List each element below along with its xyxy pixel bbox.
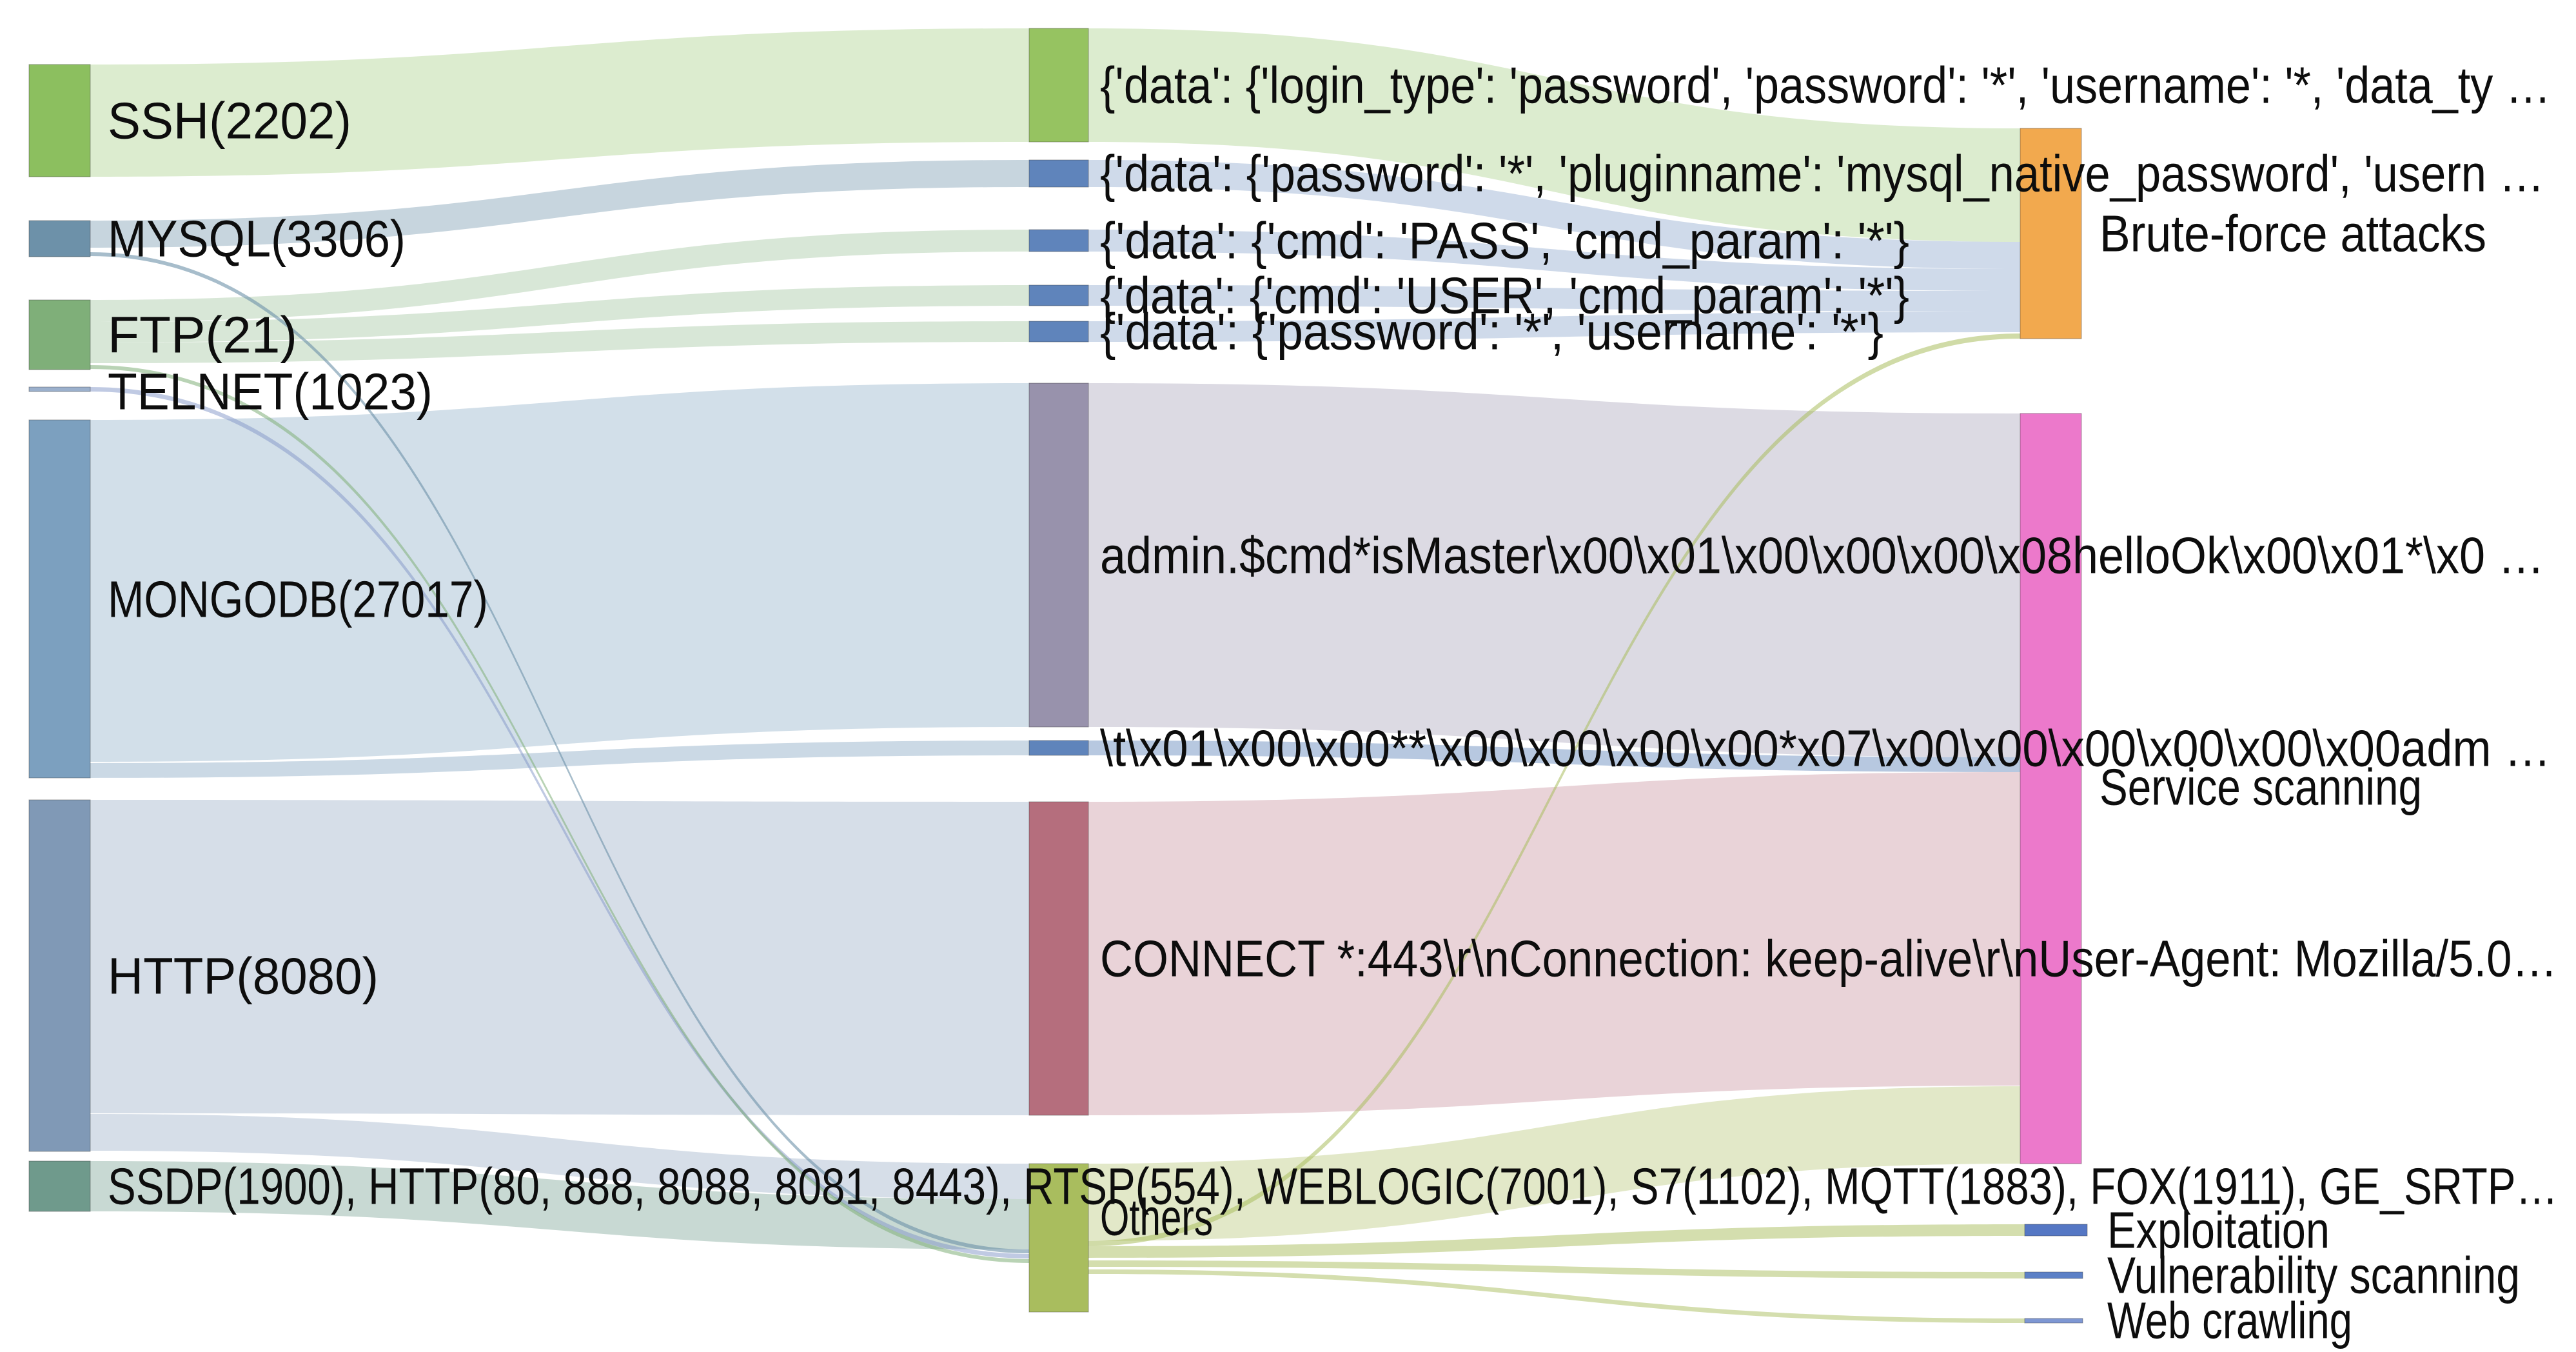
- node-http[interactable]: [28, 799, 91, 1152]
- node-d_others[interactable]: [1028, 1163, 1089, 1313]
- node-ftp[interactable]: [28, 299, 91, 370]
- label-d_others: Others: [1100, 1189, 1213, 1246]
- node-d_mysql[interactable]: [1028, 159, 1089, 188]
- link-d_others-brute: [1088, 333, 2020, 1246]
- link-d_t-service: [1088, 741, 2020, 772]
- label-web: Web crawling: [2107, 1292, 2352, 1349]
- node-d_pwun[interactable]: [1028, 321, 1089, 343]
- link-ssh-d_login: [90, 28, 1029, 177]
- label-mysql: MYSQL(3306): [108, 210, 406, 268]
- link-http-d_connect: [90, 800, 1029, 1115]
- node-ssdp[interactable]: [28, 1160, 91, 1212]
- label-exploit: Exploitation: [2107, 1202, 2330, 1259]
- label-http: HTTP(8080): [108, 948, 379, 1005]
- node-service[interactable]: [2020, 413, 2082, 1164]
- label-vuln: Vulnerability scanning: [2107, 1247, 2520, 1304]
- link-d_pass-brute: [1088, 230, 2020, 291]
- link-ftp-d_others: [90, 365, 1029, 1263]
- link-d_user-brute: [1088, 285, 2020, 312]
- node-mongodb[interactable]: [28, 419, 91, 779]
- label-layer: SSH(2202) MYSQL(3306) FTP(21)TELNET(1023) M…: [108, 57, 2558, 1349]
- link-d_others-web: [1088, 1269, 2025, 1323]
- node-d_admin[interactable]: [1028, 383, 1089, 728]
- link-mongodb-d_admin: [90, 383, 1029, 762]
- label-ssdp: SSDP(1900), HTTP(80, 888, 8088, 8081, 84…: [108, 1158, 2558, 1215]
- label-d_pass: {'data': {'cmd': 'PASS', 'cmd_param': '*…: [1100, 212, 1909, 270]
- node-ssh[interactable]: [28, 64, 91, 177]
- link-http-d_others: [90, 1114, 1029, 1199]
- link-d_others-service: [1088, 1086, 2020, 1241]
- node-telnet[interactable]: [28, 386, 91, 392]
- node-vuln[interactable]: [2024, 1271, 2083, 1279]
- node-brute[interactable]: [2020, 128, 2082, 339]
- label-d_mysql: {'data': {'password': '*', 'pluginname':…: [1100, 145, 2544, 203]
- label-brute: Brute-force attacks: [2099, 205, 2486, 263]
- link-layer: [90, 28, 2025, 1323]
- node-layer: [28, 28, 2088, 1324]
- node-d_pass[interactable]: [1028, 229, 1089, 252]
- node-d_connect[interactable]: [1028, 801, 1089, 1116]
- link-mysql-d_others: [90, 252, 1029, 1253]
- link-ftp-d_pwun: [90, 321, 1029, 363]
- link-ssdp-d_others: [90, 1161, 1029, 1249]
- node-mysql[interactable]: [28, 220, 91, 257]
- link-mongodb-d_t: [90, 741, 1029, 778]
- link-ftp-d_pass: [90, 230, 1029, 322]
- label-service: Service scanning: [2099, 759, 2422, 816]
- link-d_login-brute: [1088, 28, 2020, 242]
- link-ftp-d_user: [90, 285, 1029, 343]
- node-web[interactable]: [2024, 1318, 2083, 1324]
- label-ftp: FTP(21): [108, 306, 297, 364]
- link-d_others-vuln: [1088, 1260, 2025, 1278]
- link-telnet-d_others: [90, 387, 1029, 1258]
- link-d_pwun-brute: [1088, 312, 2020, 342]
- node-d_login[interactable]: [1028, 28, 1089, 143]
- link-d_mysql-brute: [1088, 160, 2020, 269]
- label-d_pwun: {'data': {'password': '*', 'username': '…: [1100, 303, 1883, 361]
- link-d_others-exploit: [1088, 1224, 2025, 1258]
- node-d_user[interactable]: [1028, 284, 1089, 306]
- label-d_t: \t\x01\x00\x00**\x00\x00\x00\x00*x07\x00…: [1100, 720, 2551, 777]
- node-exploit[interactable]: [2024, 1224, 2088, 1237]
- label-ssh: SSH(2202): [108, 92, 351, 150]
- label-d_connect: CONNECT *:443\r\nConnection: keep-alive\…: [1100, 930, 2557, 988]
- link-d_admin-service: [1088, 383, 2020, 757]
- link-d_connect-service: [1088, 772, 2020, 1115]
- node-d_t[interactable]: [1028, 740, 1089, 756]
- label-d_admin: admin.$cmd*isMaster\x00\x01\x00\x00\x00\…: [1100, 527, 2544, 584]
- link-mysql-d_mysql: [90, 160, 1029, 248]
- label-d_user: {'data': {'cmd': 'USER', 'cmd_param': '*…: [1100, 267, 1909, 324]
- label-d_login: {'data': {'login_type': 'password', 'pas…: [1100, 57, 2551, 114]
- label-telnet: TELNET(1023): [108, 363, 433, 421]
- label-mongodb: MONGODB(27017): [108, 571, 488, 628]
